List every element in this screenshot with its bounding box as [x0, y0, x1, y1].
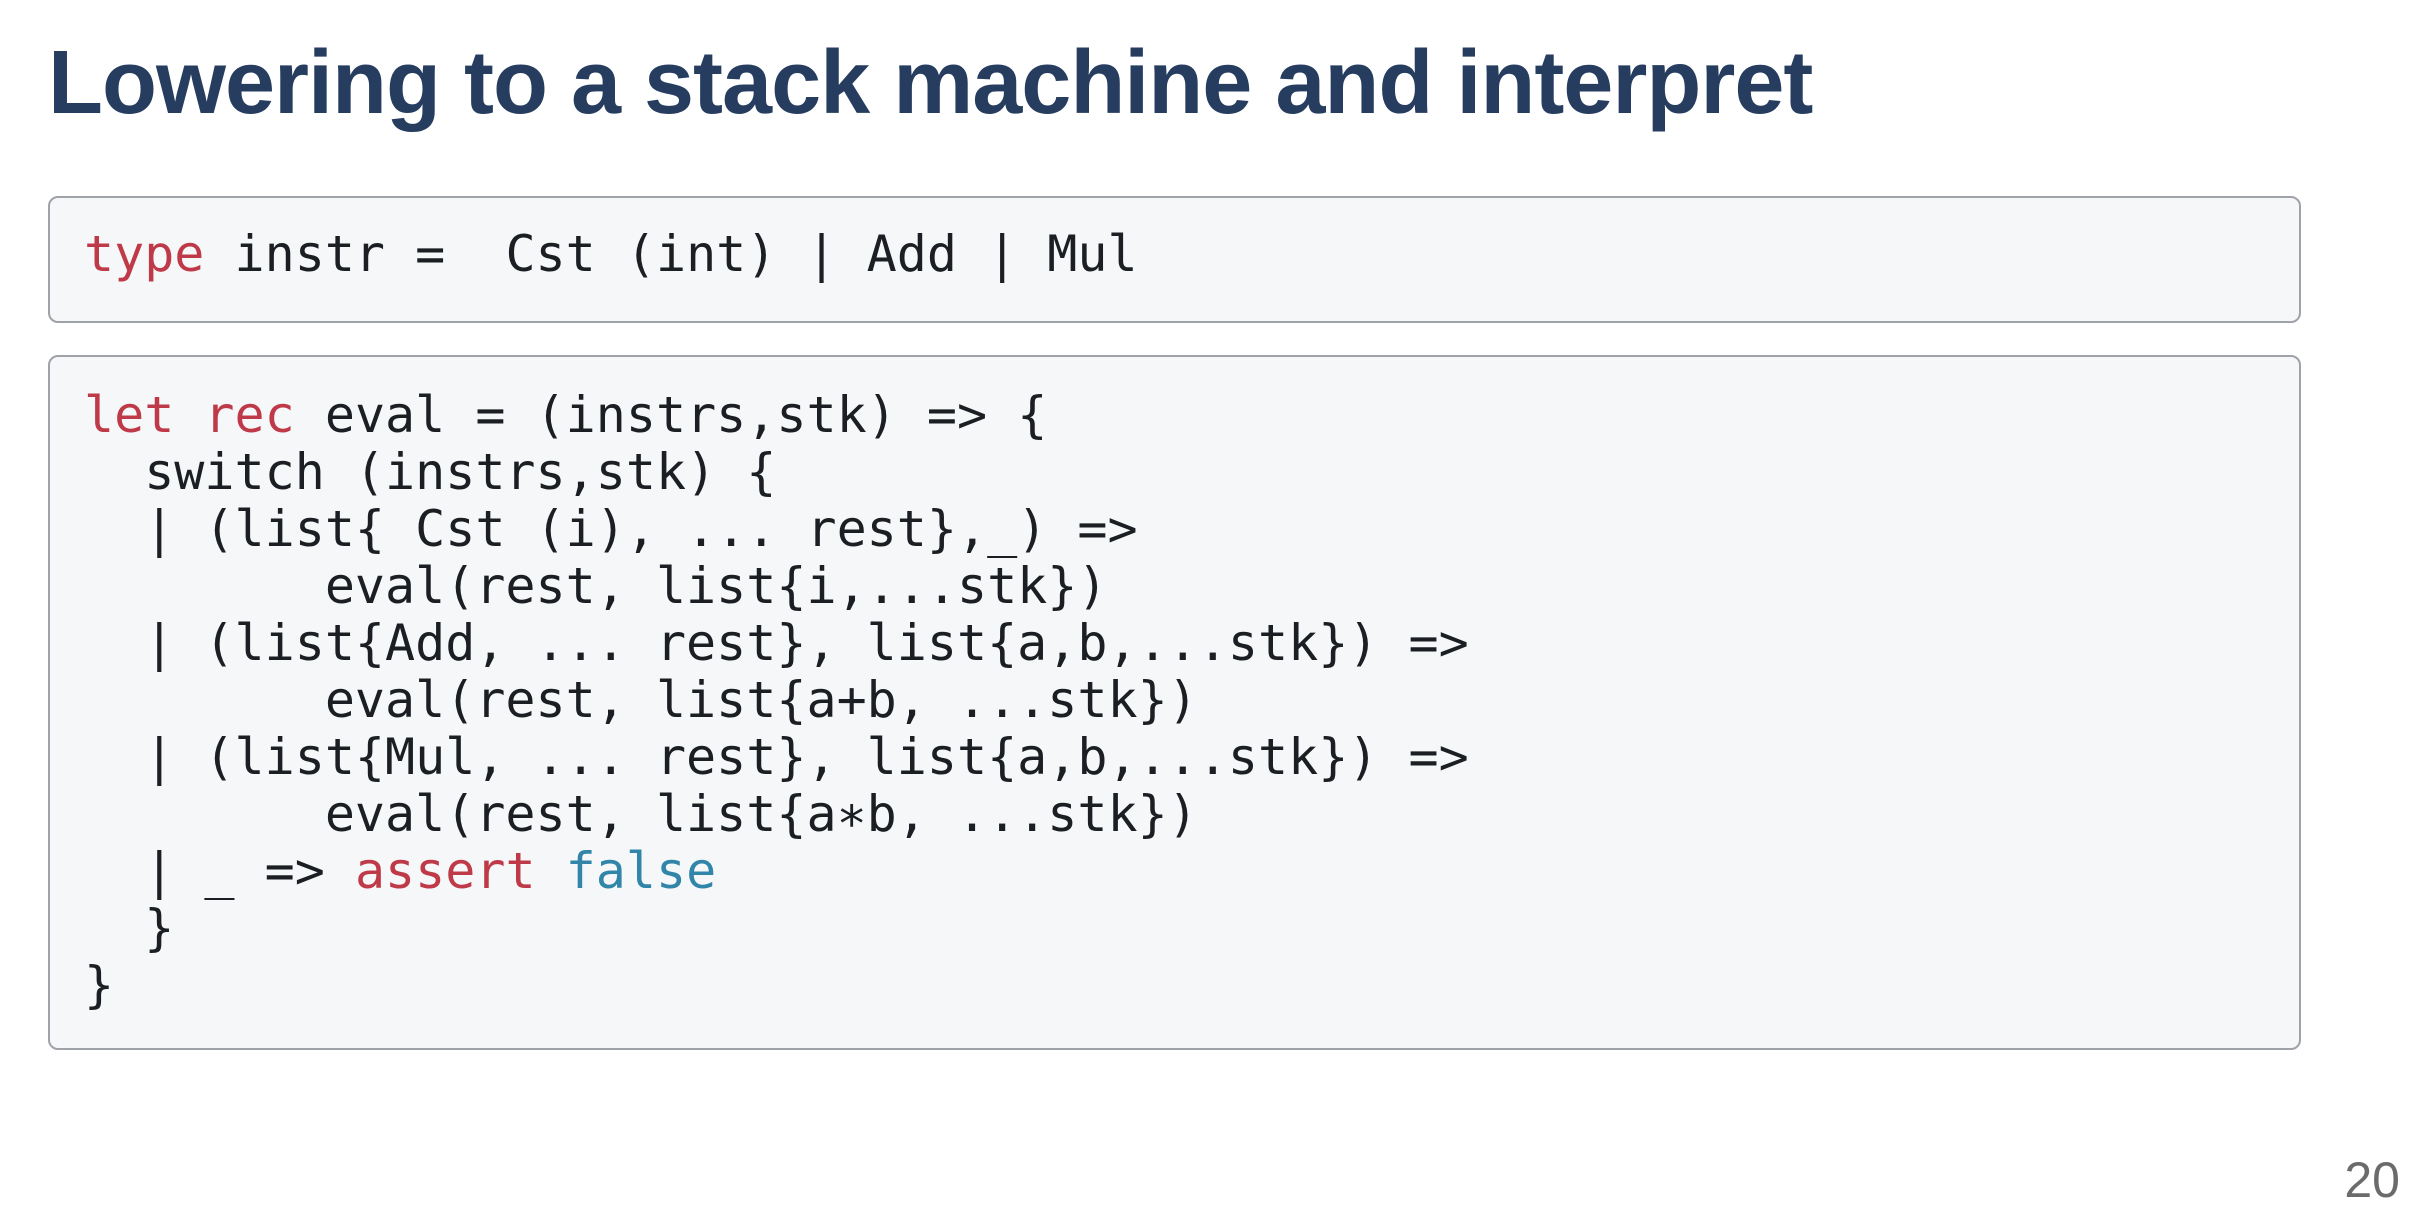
code-text: }: [84, 956, 115, 1014]
code-line: | (list{Add, ... rest}, list{a,b,...stk}…: [84, 614, 1469, 672]
page-number: 20: [2344, 1152, 2400, 1208]
code-line: }: [84, 899, 174, 957]
code-text: | _ =>: [84, 842, 355, 900]
code-constant: false: [565, 842, 717, 900]
code-keyword: type: [84, 225, 205, 283]
code-text: instr = Cst (int) | Add | Mul: [204, 225, 1138, 283]
code-block-eval-function: let rec eval = (instrs,stk) => { switch …: [48, 355, 2301, 1050]
code-text: eval(rest, list{a+b, ...stk}): [84, 671, 1198, 729]
code-listing: type instr = Cst (int) | Add | Mul: [84, 198, 2299, 283]
code-text: switch (instrs,stk) {: [84, 443, 777, 501]
code-line: | (list{ Cst (i), ... rest},_) =>: [84, 500, 1138, 558]
code-keyword: rec: [204, 386, 295, 444]
code-line: let rec eval = (instrs,stk) => {: [84, 386, 1047, 444]
code-text: }: [84, 899, 175, 957]
code-text: | (list{Add, ... rest}, list{a,b,...stk}…: [84, 614, 1469, 672]
code-line: switch (instrs,stk) {: [84, 443, 776, 501]
code-text: [536, 842, 566, 900]
code-line: type instr = Cst (int) | Add | Mul: [84, 225, 1138, 283]
code-text: eval(rest, list{a∗b, ...stk}): [84, 785, 1198, 843]
code-line: }: [84, 956, 114, 1014]
code-text: eval = (instrs,stk) => {: [294, 386, 1048, 444]
code-keyword: let: [84, 386, 175, 444]
code-listing: let rec eval = (instrs,stk) => { switch …: [84, 357, 2299, 1014]
page-title: Lowering to a stack machine and interpre…: [48, 33, 1813, 133]
code-text: | (list{ Cst (i), ... rest},_) =>: [84, 500, 1138, 558]
code-text: [174, 386, 204, 444]
code-line: | _ => assert false: [84, 842, 716, 900]
code-line: | (list{Mul, ... rest}, list{a,b,...stk}…: [84, 728, 1469, 786]
code-text: eval(rest, list{i,...stk}): [84, 557, 1108, 615]
code-text: | (list{Mul, ... rest}, list{a,b,...stk}…: [84, 728, 1469, 786]
code-keyword: assert: [354, 842, 536, 900]
code-block-type-definition: type instr = Cst (int) | Add | Mul: [48, 196, 2301, 323]
code-line: eval(rest, list{i,...stk}): [84, 557, 1108, 615]
code-line: eval(rest, list{a∗b, ...stk}): [84, 785, 1198, 843]
code-line: eval(rest, list{a+b, ...stk}): [84, 671, 1198, 729]
